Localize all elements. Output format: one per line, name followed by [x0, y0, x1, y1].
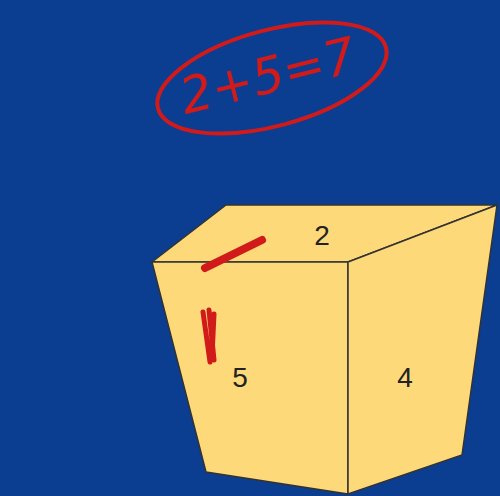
face-number: 4 [397, 364, 413, 392]
front-edge-mark [203, 310, 214, 362]
face-number: 2 [314, 222, 330, 250]
face-number: 5 [232, 364, 248, 392]
right-face [348, 205, 497, 494]
top-edge-mark [205, 240, 262, 268]
circle-annotation [146, 1, 399, 155]
front-face [152, 262, 348, 494]
